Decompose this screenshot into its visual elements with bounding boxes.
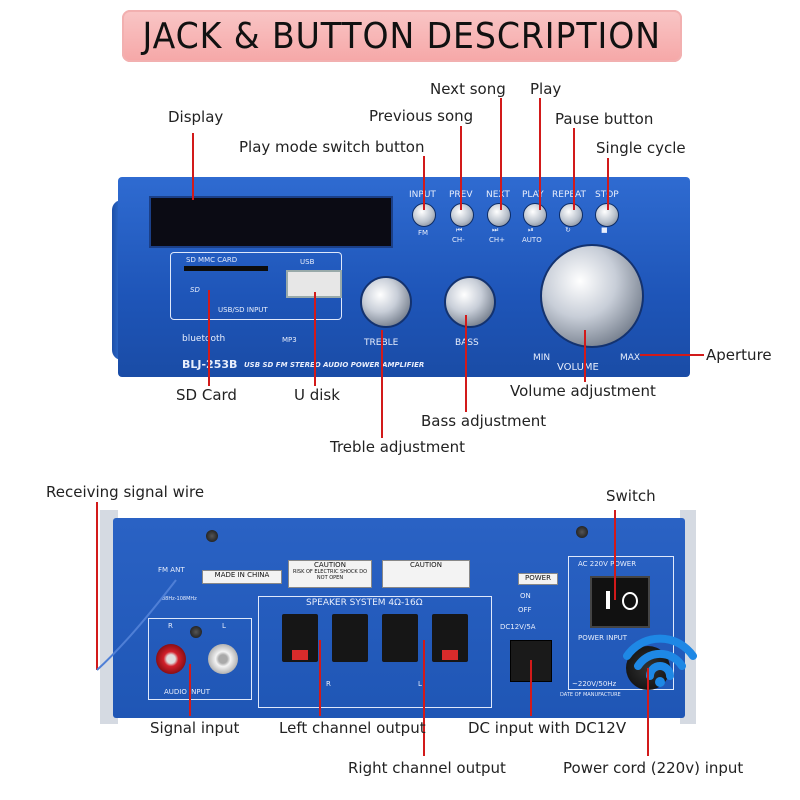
btn-label-repeat: REPEAT — [552, 190, 587, 200]
r-label: R — [168, 622, 173, 630]
callout-volume: Volume adjustment — [510, 382, 656, 400]
callout-u-disk: U disk — [294, 386, 340, 404]
callout-signal-input: Signal input — [150, 719, 240, 737]
rca-right-jack[interactable] — [156, 644, 186, 674]
callout-previous-song: Previous song — [369, 107, 474, 125]
switch-on-mark — [606, 591, 610, 609]
wifi-arc — [646, 662, 674, 680]
callout-single-cycle: Single cycle — [596, 139, 686, 157]
right-negative-terminal[interactable] — [332, 614, 368, 662]
fm-range-label: 88Hz-108MHz — [162, 596, 197, 602]
caution-text: RISK OF ELECTRIC SHOCK DO NOT OPEN — [292, 569, 368, 581]
rca-left-jack[interactable] — [208, 644, 238, 674]
subtitle-label: USB SD FM STEREO AUDIO POWER AMPLIFIER — [244, 361, 425, 369]
screw-icon — [190, 626, 202, 638]
dc-rating-label: DC12V/5A — [500, 623, 536, 631]
power-input-label: POWER INPUT — [578, 634, 628, 642]
screw-icon — [206, 530, 218, 542]
date-of-manufacture-label: DATE OF MANUFACTURE — [560, 692, 621, 698]
max-label: MAX — [620, 353, 641, 363]
terminal-tab-red — [292, 650, 308, 660]
caution-label-left: CAUTION RISK OF ELECTRIC SHOCK DO NOT OP… — [288, 560, 372, 588]
treble-knob[interactable] — [360, 276, 412, 328]
made-in-china-label: MADE IN CHINA — [202, 570, 282, 584]
next-track-icon: ⏭ — [492, 226, 499, 234]
display-screen — [149, 196, 393, 248]
volume-label: VOLUME — [557, 362, 599, 373]
repeat-button[interactable] — [559, 203, 583, 227]
bluetooth-label: bluetooth — [182, 334, 226, 344]
l-label: L — [222, 622, 226, 630]
callout-play-mode: Play mode switch button — [239, 138, 425, 156]
callout-right-channel: Right channel output — [348, 759, 506, 777]
min-label: MIN — [533, 353, 551, 363]
wifi-arc — [623, 634, 697, 660]
stop-button[interactable] — [595, 203, 619, 227]
switch-off-mark — [622, 592, 638, 610]
off-label: OFF — [518, 606, 532, 614]
bass-knob[interactable] — [444, 276, 496, 328]
sd-logo-icon: SD — [190, 286, 200, 294]
screw-icon — [576, 526, 588, 538]
play-pause-icon: ⏯ — [528, 226, 534, 234]
caution-label-right: CAUTION — [382, 560, 470, 588]
wifi-dot — [655, 677, 665, 687]
play-button[interactable] — [523, 203, 547, 227]
fm-antenna-wire — [96, 579, 177, 671]
left-negative-terminal[interactable] — [382, 614, 418, 662]
speaker-r-label: R — [326, 680, 331, 688]
btn-label-next: NEXT — [486, 190, 510, 200]
speaker-l-label: L — [418, 680, 422, 688]
page-title: JACK & BUTTON DESCRIPTION — [142, 15, 662, 57]
mp3-label: MP3 — [282, 336, 297, 344]
sd-mmc-label: SD MMC CARD — [186, 256, 238, 264]
usb-label: USB — [300, 258, 315, 266]
callout-sd-card: SD Card — [176, 386, 237, 404]
prev-track-icon: ⏮ — [456, 226, 463, 234]
callout-treble: Treble adjustment — [330, 438, 466, 456]
callout-power-cord: Power cord (220v) input — [563, 759, 744, 777]
fm-label: FM — [418, 229, 429, 237]
audio-input-label: AUDIO INPUT — [164, 688, 211, 696]
callout-receiving-wire: Receiving signal wire — [46, 483, 205, 501]
callout-aperture: Aperture — [706, 346, 772, 364]
usb-sd-input-label: USB/SD INPUT — [218, 306, 268, 314]
ch-plus-label: CH+ — [489, 236, 506, 244]
ac-rating-label: ~220V/50Hz — [572, 680, 617, 688]
fm-ant-label: FM ANT — [158, 566, 185, 574]
stop-icon: ■ — [601, 226, 608, 234]
ac-power-label: AC 220V POWER — [578, 560, 637, 568]
terminal-tab-red — [442, 650, 458, 660]
power-input-area — [568, 556, 674, 690]
speaker-system-area — [258, 596, 492, 708]
power-label: POWER — [518, 573, 558, 585]
callout-switch: Switch — [606, 487, 656, 505]
callout-pause-button: Pause button — [555, 110, 654, 128]
auto-label: AUTO — [522, 236, 542, 244]
callout-display: Display — [168, 108, 224, 126]
repeat-icon: ↻ — [565, 226, 571, 234]
volume-knob[interactable] — [540, 244, 644, 348]
caution-title: CAUTION — [410, 561, 442, 569]
callout-next-song: Next song — [430, 80, 506, 98]
caution-title: CAUTION — [314, 561, 346, 569]
audio-input-area — [148, 618, 252, 700]
btn-label-stop: STOP — [595, 190, 619, 200]
callout-play: Play — [530, 80, 562, 98]
speaker-system-label: SPEAKER SYSTEM 4Ω-16Ω — [306, 598, 423, 608]
wifi-arc — [634, 649, 686, 670]
title-banner: JACK & BUTTON DESCRIPTION — [122, 10, 682, 62]
btn-label-input: INPUT — [409, 190, 436, 200]
callout-dc-input: DC input with DC12V — [468, 719, 627, 737]
callout-left-channel: Left channel output — [279, 719, 426, 737]
on-label: ON — [520, 592, 531, 600]
next-button[interactable] — [487, 203, 511, 227]
sd-card-slot[interactable] — [184, 266, 268, 271]
btn-label-play: PLAY — [522, 190, 544, 200]
power-switch[interactable] — [590, 576, 650, 628]
ch-minus-label: CH- — [452, 236, 465, 244]
wifi-signal-icon — [623, 634, 697, 687]
callout-bass: Bass adjustment — [421, 412, 547, 430]
